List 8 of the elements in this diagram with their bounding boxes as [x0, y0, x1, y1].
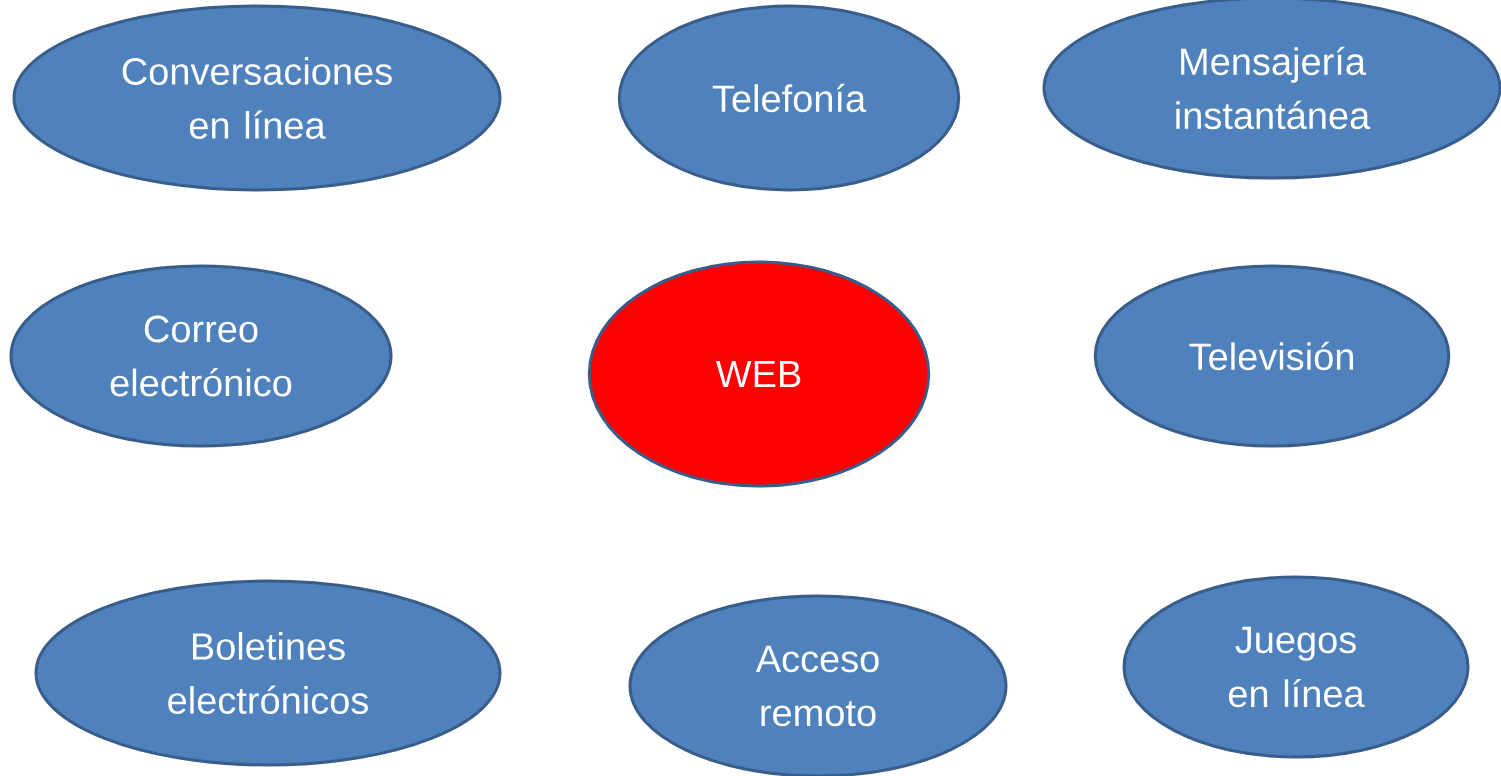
ellipse-node: Acceso remoto — [628, 594, 1008, 776]
ellipse-node: Conversaciones en línea — [12, 4, 502, 192]
ellipse-node: Mensajería instantánea — [1042, 0, 1501, 180]
ellipse-node: Boletines electrónicos — [34, 579, 502, 767]
ellipse-node: Telefonía — [617, 4, 961, 192]
ellipse-node: Correo electrónico — [9, 264, 393, 448]
ellipse-node: Televisión — [1093, 264, 1451, 448]
ellipse-node: Juegos en línea — [1122, 575, 1470, 759]
